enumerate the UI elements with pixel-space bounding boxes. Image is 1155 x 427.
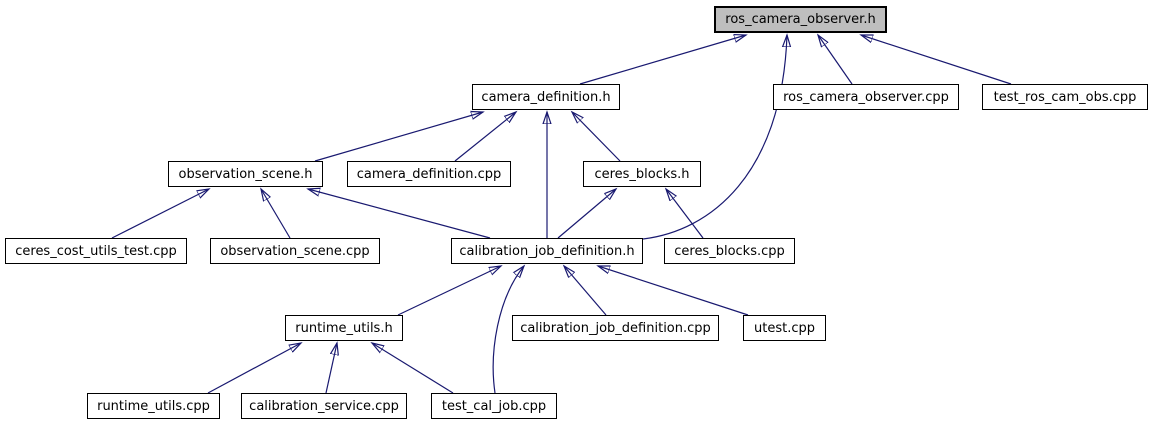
node-calibration-job-definition-h[interactable]: calibration_job_definition.h [451, 238, 643, 264]
edge-calibration-job-definition-h-to-observation-scene-h [308, 189, 491, 239]
edge-ros-camera-observer-cpp-to-ros-camera-observer-h [818, 35, 853, 85]
edge-camera-definition-cpp-to-camera-definition-h [454, 112, 516, 162]
node-observation-scene-h[interactable]: observation_scene.h [168, 161, 323, 187]
edge-camera-definition-h-to-ros-camera-observer-h [579, 35, 746, 85]
edge-ceres-blocks-h-to-camera-definition-h [572, 112, 621, 162]
node-ceres-blocks-cpp[interactable]: ceres_blocks.cpp [664, 238, 795, 264]
node-ceres-cost-utils-test-cpp[interactable]: ceres_cost_utils_test.cpp [5, 238, 187, 264]
node-ros-camera-observer-cpp[interactable]: ros_camera_observer.cpp [773, 84, 959, 110]
edge-ceres-blocks-cpp-to-ceres-blocks-h [666, 189, 704, 239]
edge-observation-scene-h-to-camera-definition-h [314, 112, 483, 162]
edge-runtime-utils-cpp-to-runtime-utils-h [207, 343, 301, 394]
edge-calibration-job-definition-h-to-ceres-blocks-h [557, 189, 616, 239]
node-runtime-utils-cpp[interactable]: runtime_utils.cpp [87, 393, 220, 419]
node-ros-camera-observer-h: ros_camera_observer.h [714, 6, 887, 33]
edge-test-cal-job-cpp-to-calibration-job-definition-h [492, 266, 524, 394]
node-calibration-service-cpp[interactable]: calibration_service.cpp [241, 393, 407, 419]
node-ceres-blocks-h[interactable]: ceres_blocks.h [583, 161, 701, 187]
edge-calibration-job-definition-cpp-to-calibration-job-definition-h [564, 266, 607, 316]
edge-observation-scene-cpp-to-observation-scene-h [261, 189, 291, 239]
node-calibration-job-definition-cpp[interactable]: calibration_job_definition.cpp [512, 315, 719, 341]
edge-ceres-cost-utils-test-cpp-to-observation-scene-h [111, 189, 209, 239]
edge-test-cal-job-cpp-to-runtime-utils-h [372, 343, 454, 394]
node-test-cal-job-cpp[interactable]: test_cal_job.cpp [431, 393, 557, 419]
node-camera-definition-h[interactable]: camera_definition.h [472, 84, 620, 110]
node-utest-cpp[interactable]: utest.cpp [743, 315, 826, 341]
edge-calibration-job-definition-h-to-ros-camera-observer-h [642, 35, 787, 240]
edge-runtime-utils-h-to-calibration-job-definition-h [397, 266, 501, 316]
edge-calibration-service-cpp-to-runtime-utils-h [325, 343, 337, 394]
edge-test-ros-cam-obs-cpp-to-ros-camera-observer-h [861, 35, 1012, 85]
node-observation-scene-cpp[interactable]: observation_scene.cpp [210, 238, 380, 264]
node-runtime-utils-h[interactable]: runtime_utils.h [285, 315, 403, 341]
edge-utest-cpp-to-calibration-job-definition-h [598, 266, 749, 316]
node-camera-definition-cpp[interactable]: camera_definition.cpp [347, 161, 511, 187]
node-test-ros-cam-obs-cpp[interactable]: test_ros_cam_obs.cpp [982, 84, 1148, 110]
